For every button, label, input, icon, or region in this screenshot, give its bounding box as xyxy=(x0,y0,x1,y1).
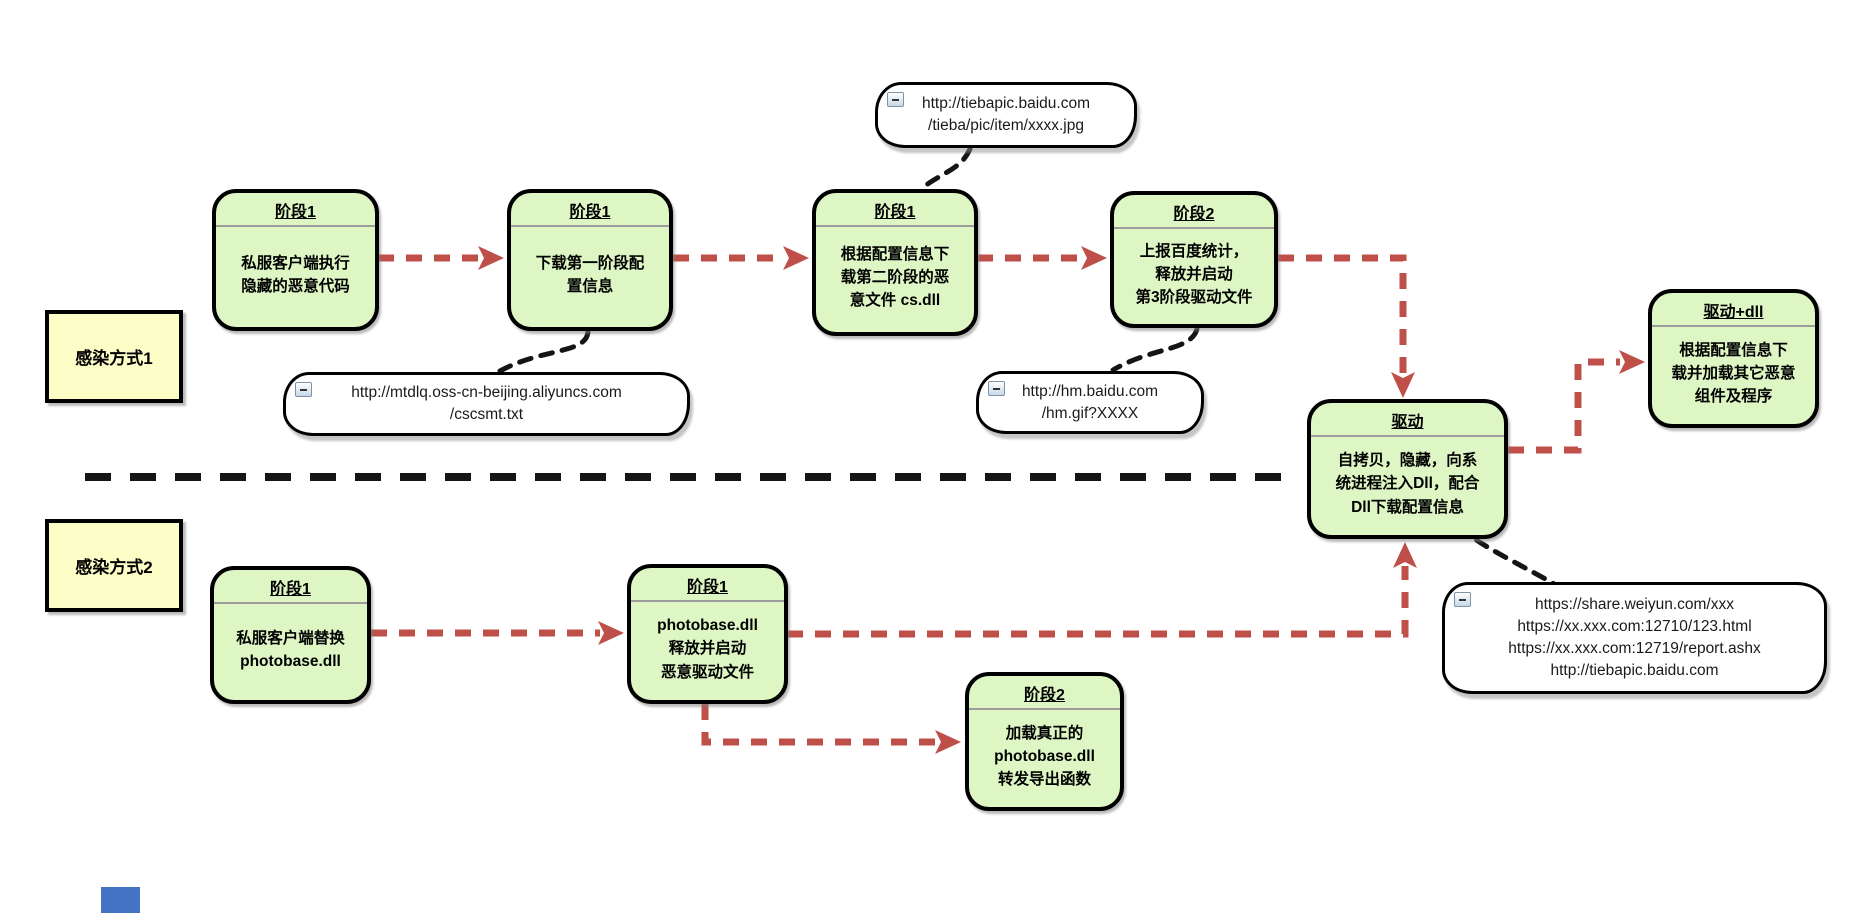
node-title: 驱动 xyxy=(1311,403,1504,437)
node-title: 阶段1 xyxy=(214,570,367,604)
node-body: 私服客户端替换 photobase.dll xyxy=(236,629,345,670)
arrowhead-m2-s1-to-s2 xyxy=(598,621,624,645)
arrowhead-m1-s1-to-s2 xyxy=(478,246,504,270)
arrow-m2-s2-to-driver xyxy=(787,566,1409,638)
node-body: photobase.dll 释放并启动 恶意驱动文件 xyxy=(657,617,758,681)
arrowhead-m1-s2-to-s3 xyxy=(783,246,809,270)
label-infection-method-2: 感染方式2 xyxy=(45,519,183,612)
node-m2-stage1-photobase: 阶段1 photobase.dll 释放并启动 恶意驱动文件 xyxy=(627,564,788,704)
node-body: 根据配置信息下 载第二阶段的恶 意文件 cs.dll xyxy=(840,245,950,310)
label-infection-method-1: 感染方式1 xyxy=(45,310,183,403)
node-body: 上报百度统计， 释放并启动 第3阶段驱动文件 xyxy=(1135,242,1253,307)
connector-note-tiebapic xyxy=(919,146,973,191)
node-body: 下载第一阶段配 置信息 xyxy=(535,254,645,295)
node-driver: 驱动 自拷贝，隐藏，向系 统进程注入Dll，配合 Dll下载配置信息 xyxy=(1307,399,1508,539)
node-m2-stage1-replace: 阶段1 私服客户端替换 photobase.dll xyxy=(210,566,371,704)
collapse-minus-icon xyxy=(887,92,904,107)
node-title: 驱动+dll xyxy=(1652,293,1815,327)
node-title: 阶段1 xyxy=(511,193,669,227)
node-title: 阶段1 xyxy=(631,568,784,602)
note-hm-url: http://hm.baidu.com /hm.gif?XXXX xyxy=(976,371,1204,434)
collapse-minus-icon xyxy=(295,382,312,397)
arrow-m1-s4-to-driver xyxy=(1278,254,1407,374)
arrowhead-m1-s4-to-driver xyxy=(1391,372,1415,398)
node-m1-stage1: 阶段1 私服客户端执行 隐藏的恶意代码 xyxy=(212,189,379,331)
node-title: 阶段2 xyxy=(969,676,1120,710)
note-text: http://tiebapic.baidu.com /tieba/pic/ite… xyxy=(921,95,1091,134)
note-tiebapic-url: http://tiebapic.baidu.com /tieba/pic/ite… xyxy=(875,82,1137,148)
arrowhead-m2-s2-to-driver xyxy=(1393,542,1417,568)
arrow-driver-to-driver-dll xyxy=(1508,358,1620,454)
collapse-minus-icon xyxy=(988,381,1005,396)
blue-artifact xyxy=(101,887,140,913)
node-body: 根据配置信息下 载并加载其它恶意 组件及程序 xyxy=(1671,341,1796,406)
note-text: https://share.weiyun.com/xxx https://xx.… xyxy=(1508,596,1761,679)
node-title: 阶段1 xyxy=(216,193,375,227)
arrowhead-m2-s2-to-stage2 xyxy=(935,730,961,754)
node-body: 加载真正的 photobase.dll 转发导出函数 xyxy=(994,724,1095,789)
node-body: 私服客户端执行 隐藏的恶意代码 xyxy=(241,254,350,295)
node-m1-stage2-report: 阶段2 上报百度统计， 释放并启动 第3阶段驱动文件 xyxy=(1110,191,1278,328)
node-body: 自拷贝，隐藏，向系 统进程注入Dll，配合 Dll下载配置信息 xyxy=(1335,452,1480,516)
note-text: http://mtdlq.oss-cn-beijing.aliyuncs.com… xyxy=(351,384,622,423)
note-c2-urls: https://share.weiyun.com/xxx https://xx.… xyxy=(1442,582,1827,694)
note-aliyuncs-url: http://mtdlq.oss-cn-beijing.aliyuncs.com… xyxy=(283,372,690,436)
connector-note-hm xyxy=(1110,326,1200,373)
arrowhead-m1-s3-to-s4 xyxy=(1081,246,1107,270)
collapse-minus-icon xyxy=(1454,592,1471,607)
node-title: 阶段1 xyxy=(816,193,974,227)
node-m1-stage1-download-csdll: 阶段1 根据配置信息下 载第二阶段的恶 意文件 cs.dll xyxy=(812,189,978,336)
arrow-m2-s2-to-stage2 xyxy=(701,704,937,746)
node-m2-stage2-load-real: 阶段2 加载真正的 photobase.dll 转发导出函数 xyxy=(965,672,1124,811)
note-text: http://hm.baidu.com /hm.gif?XXXX xyxy=(1021,382,1159,422)
node-title: 阶段2 xyxy=(1114,195,1274,229)
connector-note-aliyuncs xyxy=(497,329,591,374)
label-text: 感染方式2 xyxy=(75,558,153,577)
label-text: 感染方式1 xyxy=(75,349,153,368)
node-m1-stage1-download-config: 阶段1 下载第一阶段配 置信息 xyxy=(507,189,673,331)
node-driver-dll: 驱动+dll 根据配置信息下 载并加载其它恶意 组件及程序 xyxy=(1648,289,1819,428)
arrowhead-driver-to-driver-dll xyxy=(1619,350,1645,374)
